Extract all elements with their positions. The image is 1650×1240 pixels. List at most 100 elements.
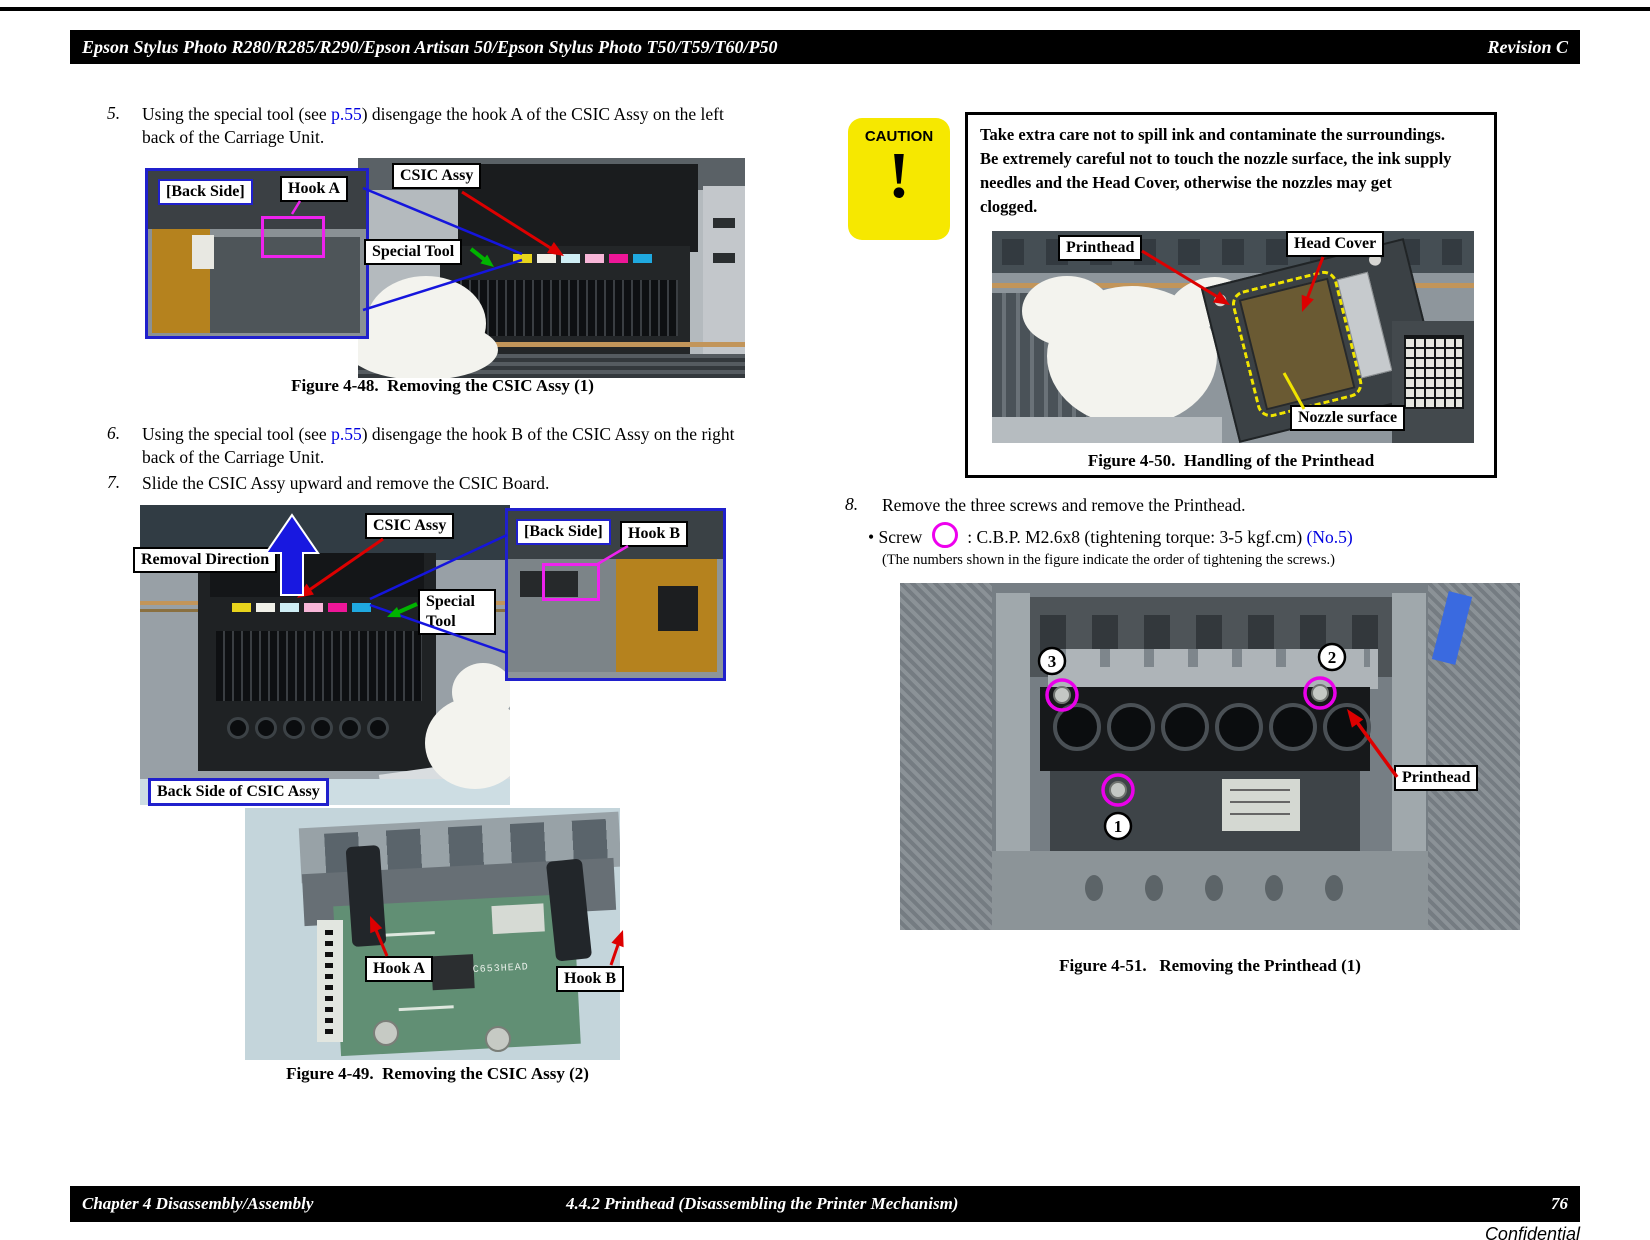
- figure-4-51-caption: Figure 4-51. Removing the Printhead (1): [1059, 956, 1361, 975]
- step8-text: Remove the three screws and remove the P…: [882, 495, 1246, 515]
- texture: [992, 417, 1222, 443]
- screw-note-link[interactable]: (No.5): [1306, 527, 1353, 547]
- caution-line: Take extra care not to spill ink and con…: [980, 125, 1445, 144]
- texture: [1056, 649, 1370, 667]
- step6-pre: Using the special tool (see: [142, 424, 332, 444]
- hook-slot: [520, 571, 578, 597]
- side-panel: [703, 186, 745, 356]
- back-side-label: [Back Side]: [516, 519, 611, 545]
- step6-post: ) disengage the hook B of the CSIC Assy …: [142, 424, 735, 468]
- texture: [900, 583, 992, 930]
- board-text: C653HEAD: [472, 962, 530, 977]
- printhead-sticker: [1222, 779, 1300, 831]
- header-bar: Epson Stylus Photo R280/R285/R290/Epson …: [70, 30, 1580, 64]
- screw-spec: : C.B.P. M2.6x8 (tightening torque: 3-5 …: [967, 527, 1303, 547]
- texture: [1230, 813, 1290, 815]
- special-tool-line2: Tool: [426, 613, 456, 630]
- ink-supply-ports: [1050, 703, 1374, 751]
- step5-post: ) disengage the hook A of the CSIC Assy …: [142, 104, 724, 148]
- printhead-label: Printhead: [1058, 235, 1143, 261]
- cartridge-contacts: [453, 280, 678, 336]
- step6-text: Using the special tool (see p.55) diseng…: [142, 423, 750, 470]
- step7-text: Slide the CSIC Assy upward and remove th…: [142, 473, 550, 493]
- guide-rail: [358, 342, 745, 347]
- cap-assembly: [1404, 335, 1464, 409]
- hook-b-label: Hook B: [620, 521, 689, 547]
- footer-chapter: Chapter 4 Disassembly/Assembly: [82, 1194, 314, 1213]
- figure-4-49-inset: [Back Side] Hook B: [505, 508, 726, 681]
- texture: [713, 253, 735, 263]
- figure-4-49: [Back Side] Hook B CSIC Assy Removal Dir…: [130, 505, 745, 1065]
- base-hole: [1265, 875, 1283, 901]
- step6-number: 6.: [107, 423, 121, 443]
- step8-number: 8.: [845, 494, 859, 514]
- caution-line: needles and the Head Cover, otherwise th…: [980, 173, 1392, 192]
- hook-b-highlight: [542, 563, 600, 601]
- step5-text: Using the special tool (see p.55) diseng…: [142, 103, 750, 150]
- ink-color-stripes: [232, 603, 371, 612]
- caution-text: Take extra care not to spill ink and con…: [980, 123, 1488, 219]
- head-cover-label: Head Cover: [1286, 231, 1385, 257]
- cartridge-contacts: [216, 631, 422, 701]
- base-hole: [1325, 875, 1343, 901]
- back-side-of-csic-label: Back Side of CSIC Assy: [148, 778, 329, 806]
- top-rule: [0, 7, 1650, 11]
- board-sticker: [491, 903, 545, 935]
- texture: [713, 218, 735, 228]
- connector-pins: [325, 928, 333, 1034]
- footer-page-number: 76: [1551, 1194, 1568, 1213]
- step6-page-link[interactable]: p.55: [331, 424, 362, 444]
- nozzle-surface-label: Nozzle surface: [1290, 405, 1406, 431]
- step5-number: 5.: [107, 103, 121, 123]
- printhead-lower: [1050, 771, 1360, 851]
- special-tool-label: Special Tool: [364, 239, 463, 265]
- base-hole: [1145, 875, 1163, 901]
- texture: [1230, 789, 1290, 791]
- texture: [210, 237, 360, 333]
- base-hole: [1205, 875, 1223, 901]
- figure-4-49-photo-bottom: C653HEAD: [245, 808, 620, 1060]
- figure-4-48-inset: [Back Side] Hook A: [145, 168, 369, 339]
- step5-page-link[interactable]: p.55: [331, 104, 362, 124]
- texture: [1406, 337, 1462, 407]
- exclamation-icon: !: [888, 139, 910, 212]
- caution-line: Be extremely careful not to touch the no…: [980, 149, 1452, 168]
- connector: [192, 235, 214, 269]
- hook-a-label: Hook A: [280, 176, 349, 202]
- screw: [1212, 293, 1228, 308]
- bullet-dot: •: [868, 527, 879, 547]
- hook-a-label: Hook A: [365, 956, 434, 982]
- board-ic: [430, 954, 475, 991]
- figure-4-48: [Back Side] Hook A CSIC Assy Special Too…: [140, 158, 745, 378]
- printhead-label: Printhead: [1394, 765, 1479, 791]
- csic-assy-label: CSIC Assy: [392, 163, 482, 189]
- removal-direction-label: Removal Direction: [133, 547, 278, 573]
- back-side-label: [Back Side]: [158, 179, 253, 205]
- hook-a-highlight: [261, 216, 325, 258]
- screw-label: Screw: [878, 527, 923, 547]
- texture: [1230, 801, 1290, 803]
- figure-4-48-caption: Figure 4-48. Removing the CSIC Assy (1): [291, 376, 594, 395]
- caution-word: CAUTION: [864, 128, 934, 145]
- hook-b-label: Hook B: [556, 966, 625, 992]
- board-screw: [485, 1026, 511, 1052]
- special-tool-label: Special Tool: [418, 589, 496, 635]
- figure-4-49-caption: Figure 4-49. Removing the CSIC Assy (2): [286, 1064, 589, 1083]
- special-tool-line1: Special: [426, 593, 475, 610]
- base-hole: [1085, 875, 1103, 901]
- ink-color-stripes: [513, 254, 652, 263]
- caution-line: clogged.: [980, 197, 1038, 216]
- step5-pre: Using the special tool (see: [142, 104, 332, 124]
- confidential-text: Confidential: [1484, 1224, 1580, 1240]
- header-revision: Revision C: [1487, 36, 1568, 57]
- hook-a-part: [345, 844, 387, 948]
- header-title: Epson Stylus Photo R280/R285/R290/Epson …: [82, 36, 778, 57]
- footer-section: 4.4.2 Printhead (Disassembling the Print…: [566, 1194, 959, 1213]
- screw-spec-line: • Screw : C.B.P. M2.6x8 (tightening torqu…: [868, 522, 1528, 549]
- figure-4-50-photo: Printhead Head Cover Nozzle surface: [992, 231, 1474, 443]
- board-connector: [317, 920, 343, 1042]
- caution-badge: CAUTION !: [848, 118, 950, 240]
- footer-bar: Chapter 4 Disassembly/Assembly 4.4.2 Pri…: [70, 1186, 1580, 1222]
- screw-subnote: (The numbers shown in the figure indicat…: [882, 552, 1335, 568]
